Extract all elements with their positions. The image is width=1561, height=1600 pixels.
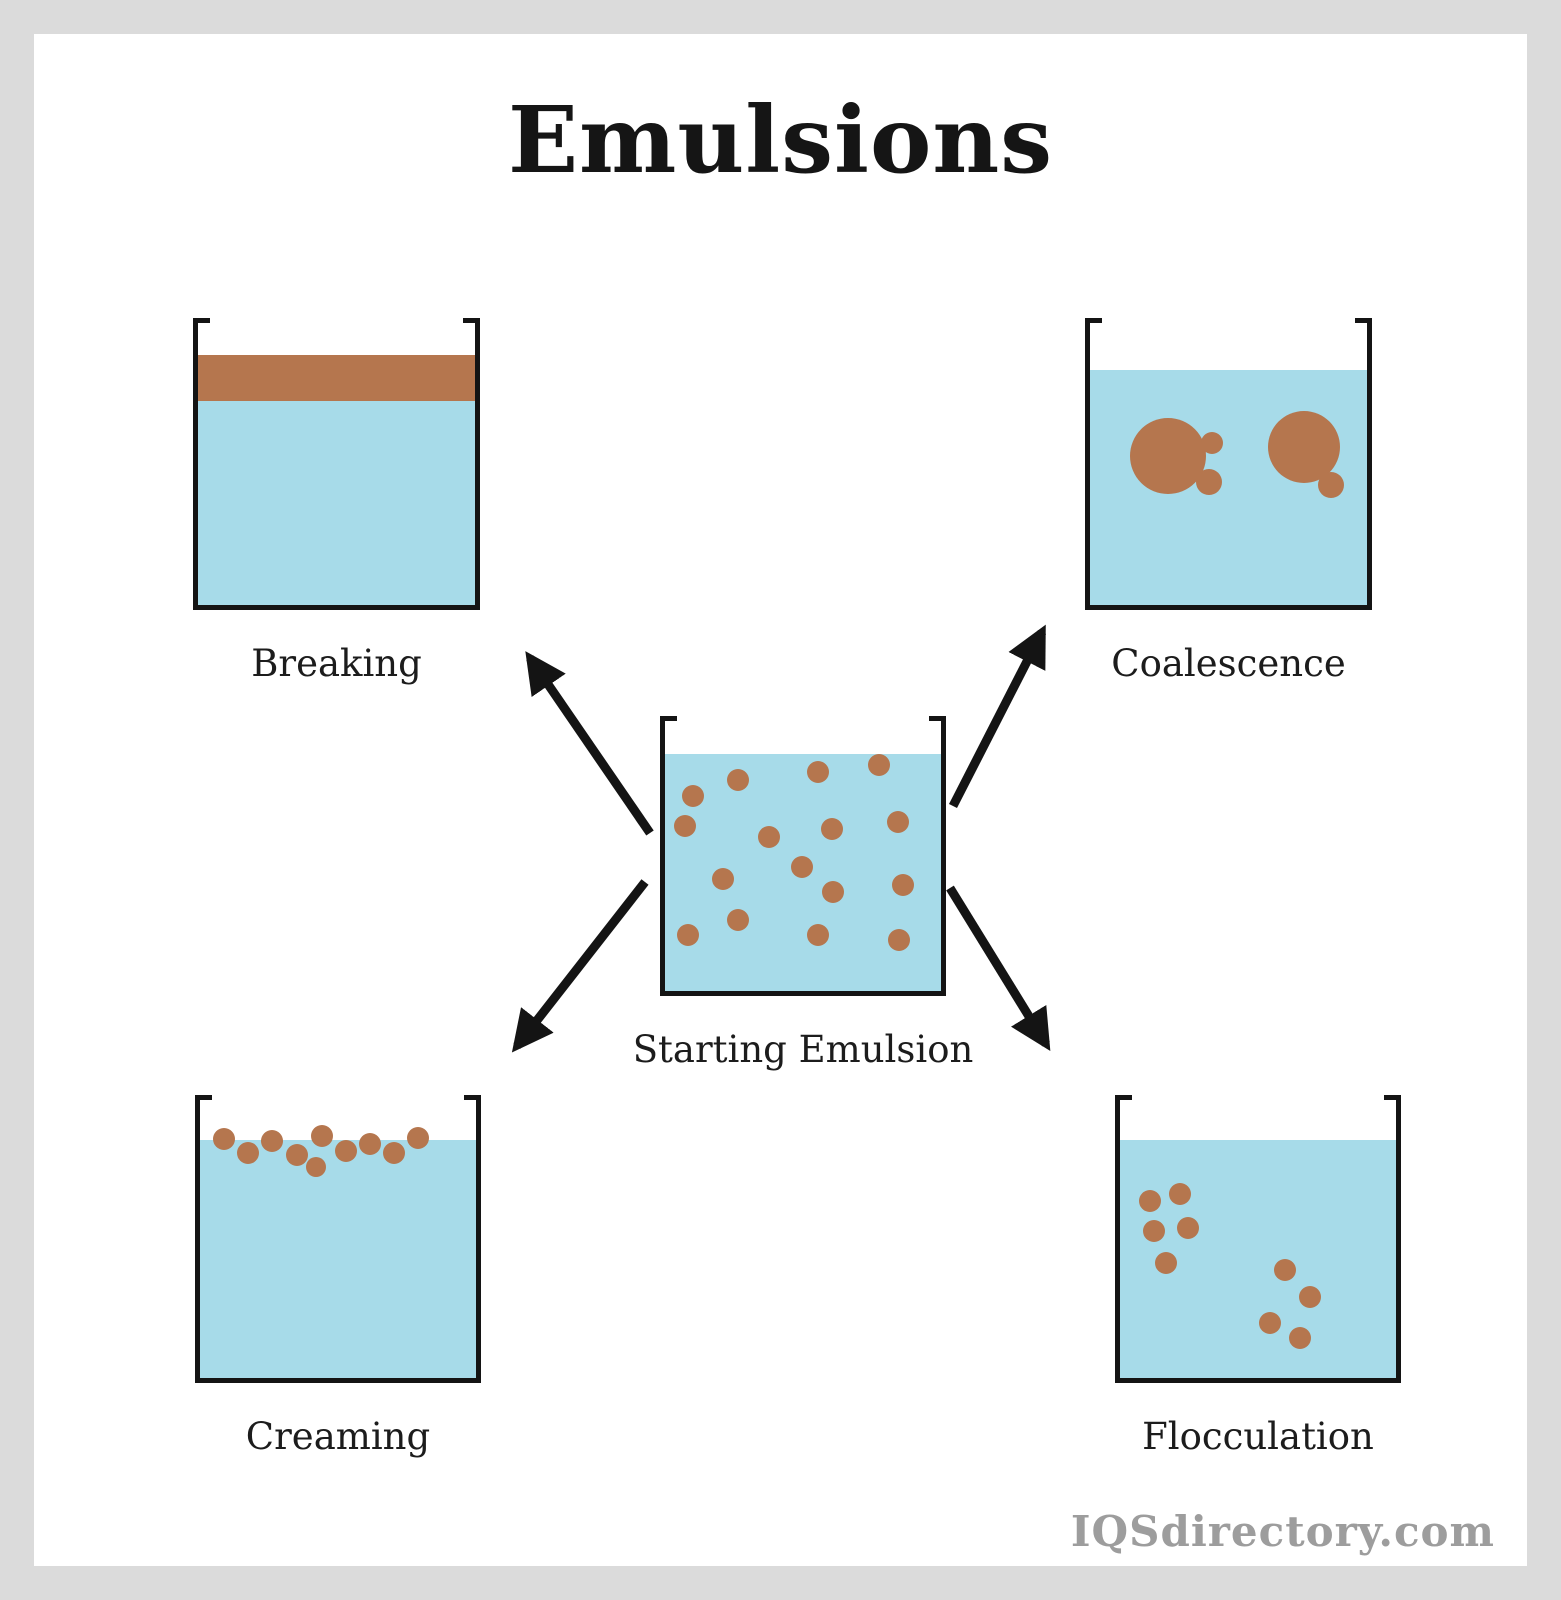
oil-droplet: [306, 1157, 326, 1177]
oil-droplet: [758, 826, 780, 848]
label-breaking: Breaking: [251, 642, 422, 685]
beaker-group-flocculation: Flocculation: [1115, 1095, 1401, 1458]
oil-droplet: [286, 1144, 308, 1166]
water-phase: [198, 401, 475, 605]
droplet-layer: [200, 1095, 476, 1378]
oil-droplet: [1196, 469, 1222, 495]
oil-droplet: [1289, 1327, 1311, 1349]
oil-droplet: [213, 1128, 235, 1150]
oil-droplet: [674, 815, 696, 837]
droplet-layer: [198, 318, 475, 605]
oil-droplet: [1143, 1220, 1165, 1242]
beaker-starting-emulsion: [660, 716, 946, 996]
label-flocculation: Flocculation: [1142, 1415, 1374, 1458]
beaker-breaking: [193, 318, 480, 610]
oil-droplet: [1268, 411, 1340, 483]
oil-droplet: [821, 818, 843, 840]
oil-droplet: [261, 1130, 283, 1152]
droplet-layer: [1120, 1095, 1396, 1378]
label-creaming: Creaming: [245, 1415, 431, 1458]
oil-droplet: [383, 1142, 405, 1164]
arrow-to-breaking: [525, 651, 654, 836]
oil-droplet: [727, 909, 749, 931]
oil-droplet: [682, 785, 704, 807]
beaker-group-starting-emulsion: Starting Emulsion: [633, 716, 973, 1071]
oil-droplet: [727, 769, 749, 791]
oil-droplet: [1169, 1183, 1191, 1205]
label-starting-emulsion: Starting Emulsion: [632, 1028, 974, 1071]
beaker-flocculation: [1115, 1095, 1401, 1383]
oil-droplet: [237, 1142, 259, 1164]
oil-droplet: [807, 761, 829, 783]
separated-oil-layer: [198, 355, 475, 401]
oil-droplet: [807, 924, 829, 946]
label-coalescence: Coalescence: [1111, 642, 1346, 685]
droplet-layer: [665, 716, 941, 991]
oil-droplet: [887, 811, 909, 833]
oil-droplet: [335, 1140, 357, 1162]
oil-droplet: [1274, 1259, 1296, 1281]
oil-droplet: [888, 929, 910, 951]
oil-droplet: [791, 856, 813, 878]
beaker-coalescence: [1085, 318, 1372, 610]
oil-droplet: [1139, 1190, 1161, 1212]
oil-droplet: [677, 924, 699, 946]
oil-droplet: [1177, 1217, 1199, 1239]
oil-droplet: [1318, 472, 1344, 498]
oil-droplet: [1201, 432, 1223, 454]
oil-droplet: [822, 881, 844, 903]
oil-droplet: [407, 1127, 429, 1149]
oil-droplet: [892, 874, 914, 896]
diagram-title: Emulsions: [507, 86, 1054, 194]
oil-droplet: [1259, 1312, 1281, 1334]
oil-droplet: [1155, 1252, 1177, 1274]
oil-droplet: [1130, 418, 1206, 494]
water-phase: [200, 1140, 476, 1378]
beaker-group-coalescence: Coalescence: [1085, 318, 1372, 685]
oil-droplet: [359, 1133, 381, 1155]
oil-droplet: [868, 754, 890, 776]
watermark: IQSdirectory.com: [1070, 1507, 1495, 1556]
arrow-to-flocculation: [946, 885, 1051, 1052]
oil-droplet: [1299, 1286, 1321, 1308]
arrow-to-coalescence: [948, 624, 1047, 809]
beaker-creaming: [195, 1095, 481, 1383]
beaker-group-breaking: Breaking: [193, 318, 480, 685]
beaker-group-creaming: Creaming: [195, 1095, 481, 1458]
oil-droplet: [712, 868, 734, 890]
oil-droplet: [311, 1125, 333, 1147]
droplet-layer: [1090, 318, 1367, 605]
arrow-to-creaming: [511, 879, 649, 1053]
